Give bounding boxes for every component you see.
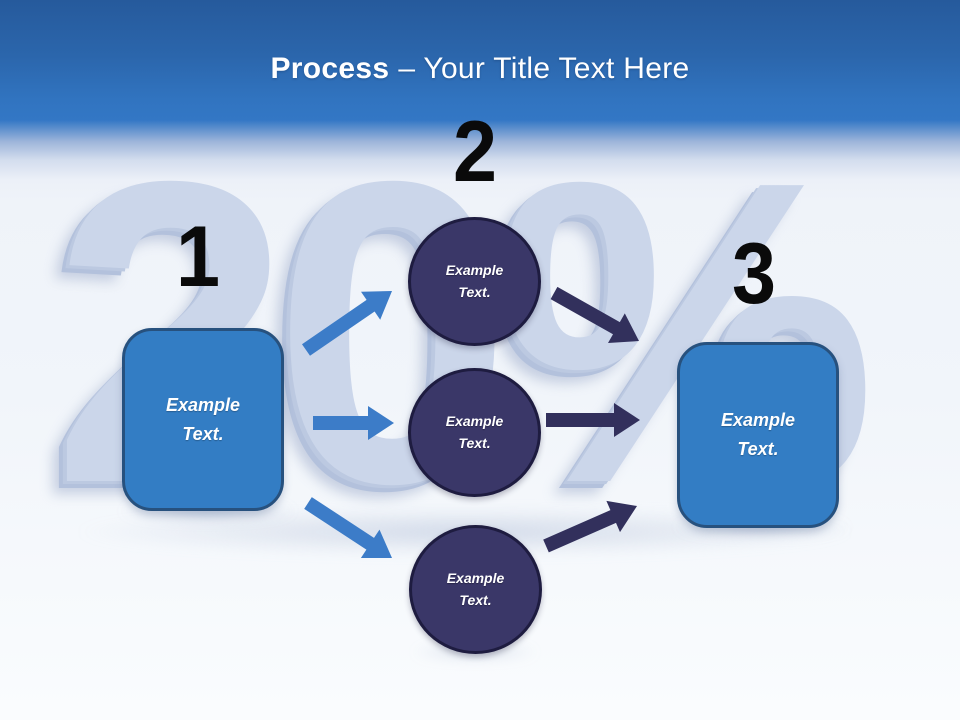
step-number-2: 2 xyxy=(452,104,498,200)
title-rest: – Your Title Text Here xyxy=(398,52,690,85)
step-number-1: 1 xyxy=(175,209,221,305)
step-2-circle-bottom: Example Text. xyxy=(409,525,542,654)
step-3-box-label: Example Text. xyxy=(720,410,796,459)
step-1-box-label: Example Text. xyxy=(165,394,241,444)
step-number-3: 3 xyxy=(731,226,777,322)
step-1-box: Example Text. xyxy=(122,328,284,511)
header-banner xyxy=(0,0,960,200)
step-2-circle-bottom-label: Example Text. xyxy=(446,569,505,608)
step-2-circle-top-label: Example Text. xyxy=(445,261,504,300)
step-3-box: Example Text. xyxy=(677,342,839,528)
title-emphasis: Process xyxy=(270,52,390,85)
step-2-circle-middle: Example Text. xyxy=(408,368,541,497)
step-2-circle-middle-label: Example Text. xyxy=(445,412,504,451)
slide-title: Process– Your Title Text Here xyxy=(0,52,960,86)
step-2-circle-top: Example Text. xyxy=(408,217,541,346)
